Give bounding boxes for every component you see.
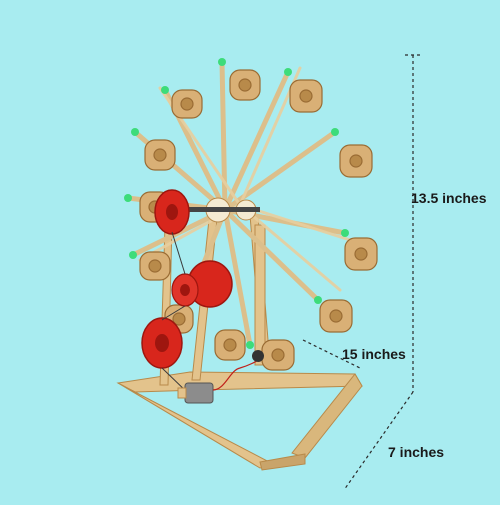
gondola-car bbox=[289, 79, 323, 113]
gondola-car bbox=[229, 69, 261, 101]
gondola-car bbox=[344, 237, 378, 271]
gondola-car bbox=[139, 251, 171, 281]
gondola-car bbox=[339, 144, 373, 178]
length-dimension-line bbox=[302, 339, 361, 369]
gondola-car bbox=[171, 89, 203, 119]
pulley-wheel-top bbox=[154, 189, 190, 235]
depth-dimension-label: 7 inches bbox=[388, 444, 445, 460]
depth-dimension-line bbox=[343, 391, 414, 491]
gondola-car bbox=[319, 299, 353, 333]
pulley-wheel-middle bbox=[171, 260, 233, 308]
gondola-cars bbox=[139, 69, 378, 371]
wheel-hub bbox=[160, 197, 260, 223]
gondola-car bbox=[261, 339, 295, 371]
dimension-lines bbox=[302, 54, 421, 491]
gondola-car bbox=[214, 329, 246, 361]
gondola-car bbox=[144, 139, 176, 171]
base-frame bbox=[116, 371, 363, 471]
electric-motor bbox=[177, 350, 264, 404]
pulley-wheel-bottom bbox=[141, 317, 183, 369]
height-dimension-label: 13.5 inches bbox=[411, 190, 487, 206]
length-dimension-label: 15 inches bbox=[342, 346, 406, 362]
